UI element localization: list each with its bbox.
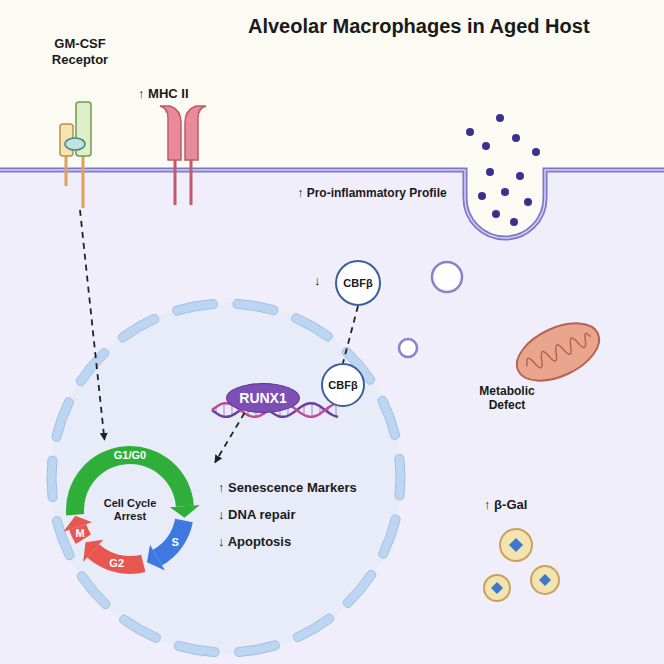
protein-circle: CBFβ: [335, 260, 381, 306]
cell-cycle: G1/G0Cell Cycle ArrestS G2 M: [45, 440, 215, 590]
node-text: CBFβ: [328, 379, 357, 391]
vesicle: [399, 339, 417, 357]
mhc-ii: [160, 106, 206, 205]
dashed-connector: [215, 413, 245, 463]
cell-membrane-inner: [0, 170, 664, 238]
receptor-node: GM-CSF Receptor: [36, 36, 124, 210]
annotation-label: ↓: [314, 273, 321, 289]
dashed-connector: [343, 306, 358, 363]
nucleus: [50, 302, 402, 654]
cell-membrane: [0, 170, 664, 238]
lysosomes: [484, 529, 559, 601]
cytoplasm: [0, 170, 664, 664]
phase-label: G2: [109, 557, 124, 570]
mitochondrion: [508, 312, 608, 393]
node-heading: GM-CSF Receptor: [36, 36, 124, 67]
particles: [466, 114, 540, 226]
transcription-factor: RUNX1: [226, 383, 300, 413]
cycle-center-text: Cell Cycle Arrest: [95, 497, 165, 522]
annotation-label: ↓ DNA repair: [218, 507, 296, 523]
protein-circle: CBFβ: [321, 363, 365, 407]
annotation-label: ↓ Apoptosis: [218, 534, 291, 550]
dashed-connector: [80, 210, 105, 440]
node-text: CBFβ: [343, 277, 372, 289]
vesicle: [432, 262, 462, 292]
phase-label: G1/G0: [114, 449, 146, 462]
nuclear-envelope: [47, 299, 405, 656]
annotation-label: Metabolic Defect: [472, 384, 542, 413]
annotation-label: ↑ β-Gal: [484, 497, 527, 513]
annotation-label: ↑ Pro-inflammatory Profile: [296, 186, 448, 200]
node-text: RUNX1: [239, 390, 286, 406]
phase-label: S: [171, 535, 178, 548]
title: Alveolar Macrophages in Aged Host: [248, 14, 590, 38]
annotation-label: ↑ MHC II: [138, 86, 189, 102]
phase-label: M: [76, 527, 85, 540]
annotation-label: ↑ Senescence Markers: [218, 480, 357, 496]
